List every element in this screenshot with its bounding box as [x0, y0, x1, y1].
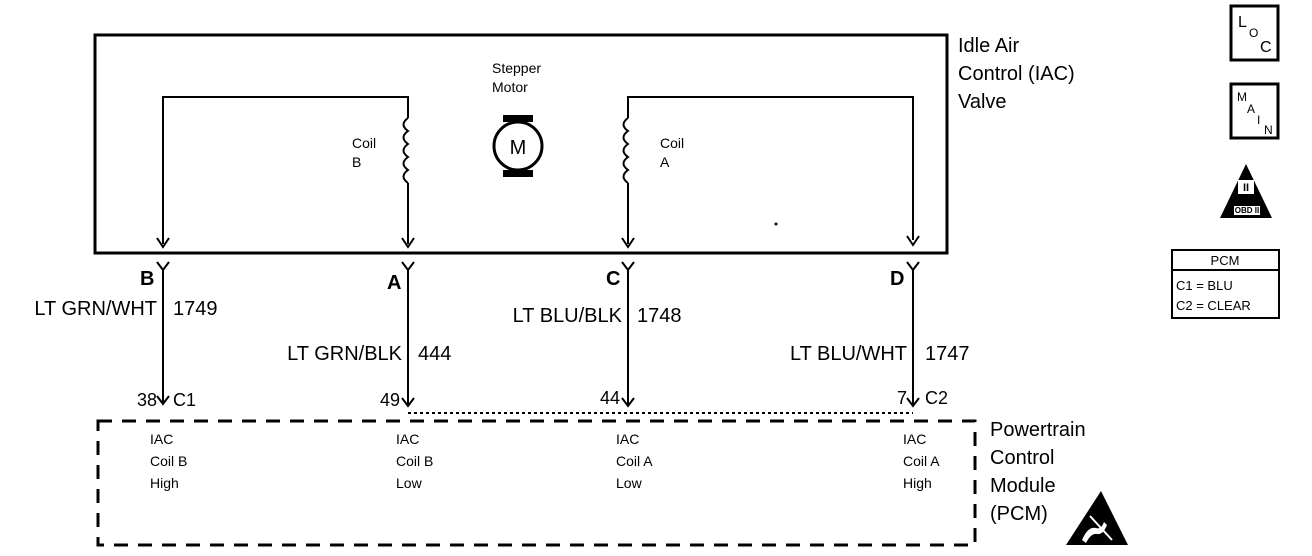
svg-text:O: O — [1249, 26, 1258, 40]
circuit-number-a: 444 — [418, 343, 451, 365]
svg-text:Low: Low — [616, 475, 643, 491]
esd-warning-icon — [1066, 491, 1128, 545]
svg-text:Control: Control — [990, 447, 1054, 469]
svg-text:(PCM): (PCM) — [990, 503, 1048, 525]
connector-letter-a: A — [387, 272, 401, 294]
coil-a-label-2: A — [660, 154, 670, 170]
circuit-number-c: 1748 — [637, 305, 682, 327]
main-badge: M A I N — [1229, 82, 1280, 140]
coil-b-label-1: Coil — [352, 135, 376, 151]
coil-a-coil-icon — [622, 117, 630, 184]
connector-letter-d: D — [890, 268, 904, 290]
loc-badge: L O C — [1229, 4, 1280, 62]
connector-letter-b: B — [140, 268, 154, 290]
terminal-arrows — [156, 235, 920, 249]
pcm-pin-38: 38 — [137, 390, 157, 410]
pcm-connector-c1: C1 — [173, 390, 196, 410]
speck — [774, 222, 778, 226]
harness-wire-c — [621, 261, 635, 408]
pcm-terminal-coil-b-low: IAC Coil B Low — [396, 431, 433, 491]
circuit-number-b: 1749 — [173, 298, 218, 320]
connector-letter-c: C — [606, 268, 620, 290]
pcm-terminal-coil-a-high: IAC Coil A High — [903, 431, 940, 491]
pcm-pin-44: 44 — [600, 388, 620, 408]
svg-text:IAC: IAC — [396, 431, 419, 447]
stepper-motor-label-1: Stepper — [492, 60, 541, 76]
pcm-legend-c2: C2 = CLEAR — [1176, 298, 1251, 313]
harness-wire-a — [401, 261, 415, 408]
svg-text:M: M — [1237, 90, 1247, 104]
svg-text:Module: Module — [990, 475, 1056, 497]
svg-text:Coil B: Coil B — [150, 453, 187, 469]
svg-text:Powertrain: Powertrain — [990, 419, 1086, 441]
svg-text:IAC: IAC — [616, 431, 639, 447]
coil-b-label-2: B — [352, 154, 361, 170]
wire-color-d: LT BLU/WHT — [790, 343, 907, 365]
svg-text:OBD II: OBD II — [1235, 206, 1259, 215]
svg-text:Coil A: Coil A — [616, 453, 653, 469]
pcm-terminal-coil-a-low: IAC Coil A Low — [616, 431, 653, 491]
iac-label-line-3: Valve — [958, 91, 1007, 113]
pcm-pin-49: 49 — [380, 390, 400, 410]
iac-valve-label: Idle Air Control (IAC) Valve — [958, 35, 1075, 113]
svg-text:N: N — [1264, 123, 1273, 137]
svg-text:II: II — [1243, 182, 1249, 194]
motor-symbol: M — [510, 137, 527, 159]
pcm-connector-legend: PCM C1 = BLU C2 = CLEAR — [1171, 249, 1280, 319]
svg-text:L: L — [1238, 14, 1247, 31]
svg-text:Coil B: Coil B — [396, 453, 433, 469]
motor-icon: M — [492, 115, 544, 177]
svg-text:A: A — [1247, 102, 1255, 116]
coil-a-label-1: Coil — [660, 135, 684, 151]
svg-text:I: I — [1257, 113, 1260, 127]
svg-text:High: High — [150, 475, 179, 491]
coil-a-wire-top — [627, 96, 914, 240]
wire-color-a: LT GRN/BLK — [287, 343, 403, 365]
svg-text:IAC: IAC — [150, 431, 173, 447]
pcm-terminal-coil-b-high: IAC Coil B High — [150, 431, 187, 491]
svg-text:C: C — [1260, 39, 1272, 56]
obd-ii-icon: II OBD II — [1220, 164, 1272, 218]
harness-wire-b — [156, 261, 170, 406]
pcm-module-box — [96, 419, 977, 547]
svg-text:IAC: IAC — [903, 431, 926, 447]
stepper-motor-label-2: Motor — [492, 79, 528, 95]
wire-color-b: LT GRN/WHT — [34, 298, 157, 320]
svg-text:Low: Low — [396, 475, 423, 491]
svg-text:High: High — [903, 475, 932, 491]
wire-color-c: LT BLU/BLK — [513, 305, 623, 327]
harness-wire-d — [906, 261, 920, 408]
pcm-connector-c2: C2 — [925, 388, 948, 408]
pcm-legend-title: PCM — [1211, 253, 1240, 268]
iac-label-line-2: Control (IAC) — [958, 63, 1075, 85]
coil-b-coil-icon — [402, 117, 410, 184]
pcm-pin-7: 7 — [897, 388, 907, 408]
pcm-legend-c1: C1 = BLU — [1176, 278, 1233, 293]
svg-text:Coil A: Coil A — [903, 453, 940, 469]
iac-valve-housing — [93, 33, 949, 255]
coil-b-wire-top — [162, 96, 409, 244]
circuit-number-d: 1747 — [925, 343, 970, 365]
pcm-label: Powertrain Control Module (PCM) — [990, 419, 1086, 525]
iac-label-line-1: Idle Air — [958, 35, 1019, 57]
